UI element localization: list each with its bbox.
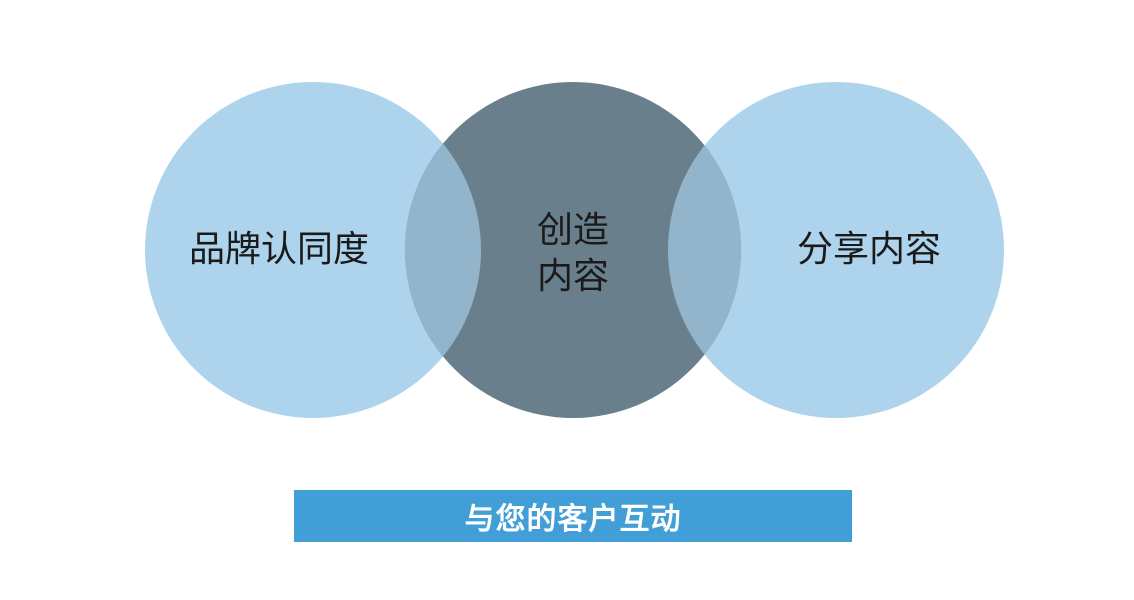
label-create-content: 创造内容 xyxy=(523,208,623,300)
label-create-content-line: 创造 xyxy=(536,210,609,251)
label-brand-recognition: 品牌认同度 xyxy=(188,229,370,270)
engage-banner: 与您的客户互动 xyxy=(294,490,852,542)
label-share-content: 分享内容 xyxy=(796,229,942,270)
circle-create-content xyxy=(405,82,741,418)
label-create-content-line: 内容 xyxy=(536,256,609,297)
circle-share-content xyxy=(668,82,1004,418)
banner-text: 与您的客户互动 xyxy=(464,502,682,537)
circle-brand-recognition xyxy=(145,82,481,418)
